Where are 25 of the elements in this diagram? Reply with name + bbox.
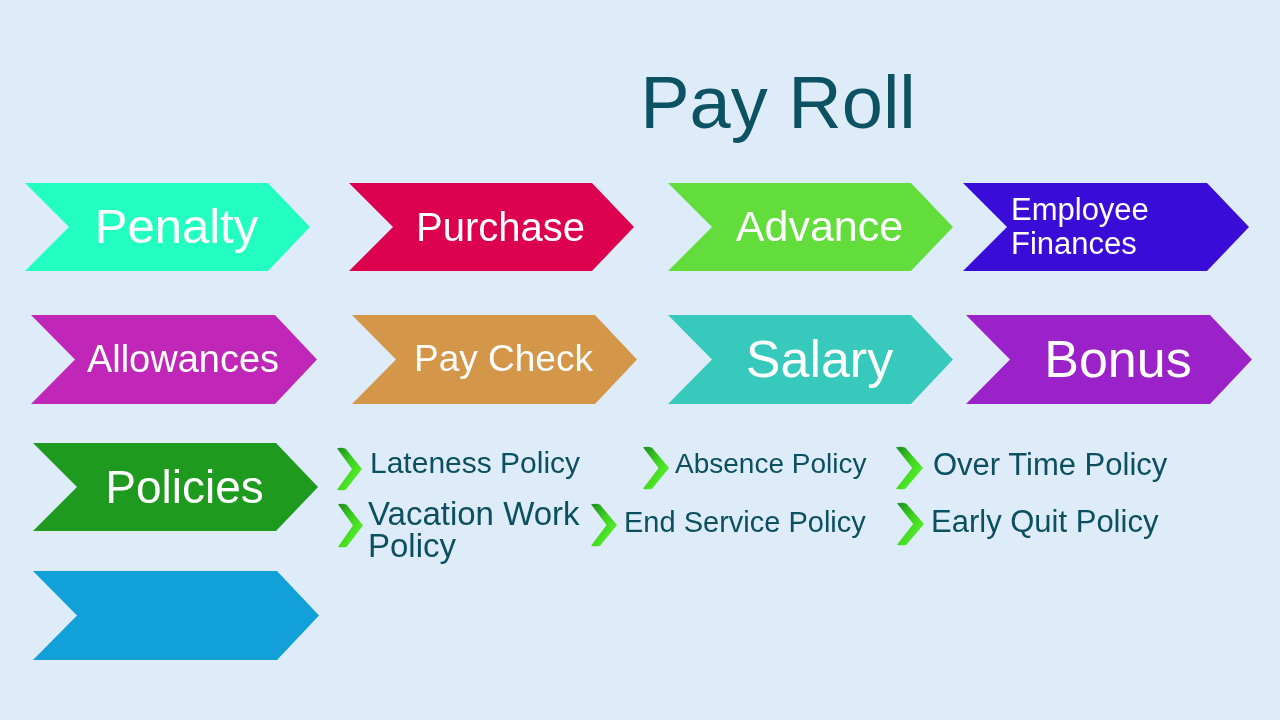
chevron-banner [963, 183, 1249, 271]
banner-label: Pay Check [414, 339, 593, 380]
chevron-banner [352, 315, 637, 404]
banner-label: Penalty [94, 200, 259, 254]
chevron-banner [33, 571, 319, 660]
chevron-banner [668, 315, 953, 404]
banner-label: Employee Finances [1011, 192, 1150, 262]
banner-label: Purchase [416, 205, 585, 249]
policy-item: Over Time Policy [933, 449, 1168, 481]
policy-item: Early Quit Policy [931, 506, 1159, 538]
banner-label: Bonus [1044, 330, 1192, 389]
banner-label: Policies [105, 461, 264, 513]
chevron-banner [25, 183, 310, 271]
policy-item: Absence Policy [675, 450, 867, 478]
chevron-banner [966, 315, 1252, 404]
chevron-banner [31, 315, 317, 404]
chevron-banner [668, 183, 953, 271]
chevron-banner [33, 443, 318, 531]
chevron-banner [349, 183, 634, 271]
policy-item: Lateness Policy [370, 448, 581, 478]
banner-label: Salary [745, 330, 894, 389]
banner-label: Allowances [86, 338, 280, 381]
policy-item: End Service Policy [624, 507, 866, 537]
policy-item: Vacation Work Policy [368, 497, 581, 563]
banner-label: Advance [735, 203, 904, 251]
